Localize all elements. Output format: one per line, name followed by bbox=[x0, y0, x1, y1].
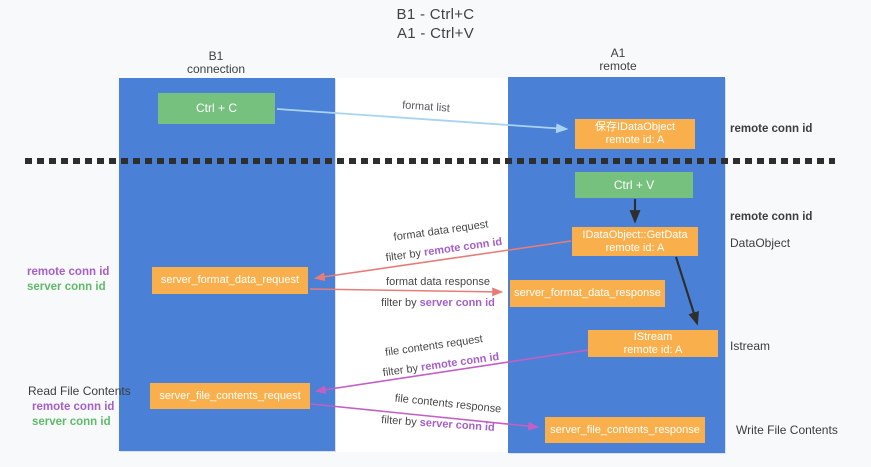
annotation-remote-conn-id-mid-right: remote conn id bbox=[730, 211, 813, 223]
node-istream: IStream remote id: A bbox=[588, 330, 718, 357]
annotation-remote-conn-id-mid-left: remote conn id bbox=[27, 266, 110, 278]
lifeline-a1-role: remote bbox=[599, 59, 637, 73]
annotation-server-conn-id-mid-left: server conn id bbox=[27, 280, 106, 293]
node-istream-line2: remote id: A bbox=[623, 343, 683, 356]
annotation-read-file-contents: Read File Contents bbox=[28, 384, 131, 398]
annotation-server-conn-id-bottom-left: server conn id bbox=[32, 415, 111, 428]
lifeline-b1-role: connection bbox=[186, 62, 246, 76]
node-server-format-data-response: server_format_data_response bbox=[510, 280, 665, 307]
node-istream-line1: IStream bbox=[633, 330, 673, 343]
node-idataobject-getdata: IDataObject::GetData remote id: A bbox=[572, 227, 698, 256]
node-server-file-contents-request-label: server_file_contents_request bbox=[159, 389, 301, 402]
filter-by-text: filter by bbox=[381, 297, 417, 309]
label-filter-format-response: filter by server conn id bbox=[381, 297, 495, 309]
node-save-idataobject-line2: remote id: A bbox=[605, 134, 665, 146]
lifeline-a1-name: A1 bbox=[610, 46, 626, 60]
annotation-dataobject: DataObject bbox=[730, 236, 791, 250]
server-conn-id-text: server conn id bbox=[419, 297, 495, 309]
lifeline-header-b1: B1 connection bbox=[146, 50, 286, 76]
title-line-2: A1 - Ctrl+V bbox=[396, 25, 475, 42]
annotation-remote-conn-id-bottom-left: remote conn id bbox=[32, 401, 115, 413]
node-server-format-data-response-label: server_format_data_response bbox=[514, 287, 661, 299]
annotation-remote-conn-id-top-right: remote conn id bbox=[730, 123, 813, 135]
node-idataobject-getdata-line2: remote id: A bbox=[605, 241, 665, 254]
node-server-format-data-request: server_format_data_request bbox=[152, 267, 308, 294]
annotation-conn-ids-mid-left: remote conn id server conn id bbox=[27, 265, 109, 294]
filter-by-text: filter by bbox=[380, 414, 418, 429]
annotation-write-file-contents: Write File Contents bbox=[736, 423, 838, 437]
node-server-format-data-request-label: server_format_data_request bbox=[160, 274, 300, 286]
lifeline-header-a1: A1 remote bbox=[548, 47, 688, 73]
node-idataobject-getdata-line1: IDataObject::GetData bbox=[582, 228, 688, 241]
node-ctrl-v-label: Ctrl + V bbox=[613, 177, 655, 192]
lifeline-b1-name: B1 bbox=[208, 49, 224, 63]
node-ctrl-v: Ctrl + V bbox=[575, 172, 693, 198]
node-server-file-contents-response: server_file_contents_response bbox=[545, 417, 705, 443]
node-save-idataobject-line1: 保存IDataObject bbox=[594, 121, 676, 133]
node-server-file-contents-request: server_file_contents_request bbox=[150, 383, 310, 409]
label-format-data-response: format data response bbox=[386, 276, 490, 288]
page-title: B1 - Ctrl+C A1 - Ctrl+V bbox=[0, 5, 871, 43]
node-ctrl-c: Ctrl + C bbox=[158, 93, 275, 124]
node-server-file-contents-response-label: server_file_contents_response bbox=[550, 423, 700, 436]
annotation-istream: Istream bbox=[730, 339, 771, 353]
session-separator-dashed-line bbox=[25, 158, 835, 164]
annotation-conn-ids-bottom-left: remote conn id server conn id bbox=[32, 400, 114, 429]
node-ctrl-c-label: Ctrl + C bbox=[195, 101, 237, 115]
title-line-1: B1 - Ctrl+C bbox=[396, 6, 475, 23]
node-save-idataobject: 保存IDataObject remote id: A bbox=[575, 119, 695, 149]
